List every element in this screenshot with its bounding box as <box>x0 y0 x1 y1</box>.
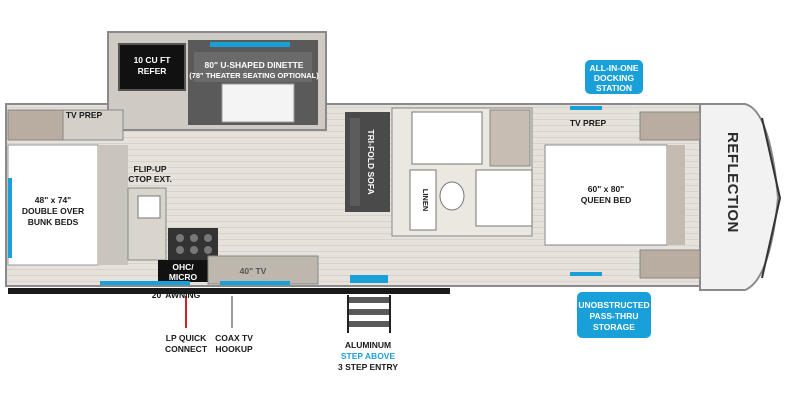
svg-text:40" TV: 40" TV <box>240 266 267 276</box>
kitchen <box>100 187 319 285</box>
entry-label-3: 3 STEP ENTRY <box>338 362 398 372</box>
svg-text:TV PREP: TV PREP <box>570 118 607 128</box>
svg-text:60" x 80": 60" x 80" <box>588 184 624 194</box>
coax-label-2: HOOKUP <box>215 344 253 354</box>
lp-label-2: CONNECT <box>165 344 208 354</box>
svg-text:PASS-THRU: PASS-THRU <box>590 311 639 321</box>
brand-logo: REFLECTION <box>724 132 741 233</box>
svg-text:OHC/: OHC/ <box>172 262 194 272</box>
svg-text:MICRO: MICRO <box>169 272 198 282</box>
svg-text:20' AWNING: 20' AWNING <box>152 290 201 300</box>
flip-up-label-2: CTOP EXT. <box>128 174 172 184</box>
svg-text:TV PREP: TV PREP <box>66 110 103 120</box>
bunks-label-2: DOUBLE OVER <box>22 206 84 216</box>
svg-text:HOOKUP: HOOKUP <box>215 344 253 354</box>
tv-prep-front-label: TV PREP <box>66 110 103 120</box>
svg-text:LP QUICK: LP QUICK <box>166 333 207 343</box>
awning-label: 20' AWNING <box>152 290 201 300</box>
docking-callout <box>585 60 643 94</box>
svg-text:STORAGE: STORAGE <box>593 322 635 332</box>
tv-prep-bed-label: TV PREP <box>570 118 607 128</box>
entry-steps[interactable] <box>347 275 391 333</box>
toilet <box>439 181 465 211</box>
ohc-micro-box <box>158 260 208 282</box>
bathroom <box>391 107 533 237</box>
entry-label-1: ALUMINUM <box>345 340 391 350</box>
svg-text:10 CU FT: 10 CU FT <box>134 55 172 65</box>
svg-text:FLIP-UP: FLIP-UP <box>133 164 166 174</box>
svg-text:CONNECT: CONNECT <box>165 344 208 354</box>
wardrobe <box>489 109 531 167</box>
ohc-label-1: OHC/ <box>172 262 194 272</box>
queen-bed-label-2: QUEEN BED <box>581 195 632 205</box>
tv-40-label: 40" TV <box>240 266 267 276</box>
storage-text-2: PASS-THRU <box>590 311 639 321</box>
svg-text:ALL-IN-ONE: ALL-IN-ONE <box>589 63 638 73</box>
svg-text:48" x 74": 48" x 74" <box>35 195 71 205</box>
queen-bed-label-1: 60" x 80" <box>588 184 624 194</box>
svg-text:COAX TV: COAX TV <box>215 333 253 343</box>
ohc-label-2: MICRO <box>169 272 198 282</box>
docking-text-3: STATION <box>596 83 632 93</box>
docking-text-1: ALL-IN-ONE <box>589 63 638 73</box>
queen-bed <box>544 144 668 246</box>
bunk-room <box>7 109 128 266</box>
svg-text:STEP ABOVE: STEP ABOVE <box>341 351 396 361</box>
linen-label: LINEN <box>421 189 430 212</box>
sofa-label: TRI-FOLD SOFA <box>366 129 376 194</box>
storage-text-1: UNOBSTRUCTED <box>578 300 649 310</box>
svg-text:STATION: STATION <box>596 83 632 93</box>
dinette <box>188 40 318 125</box>
svg-text:UNOBSTRUCTED: UNOBSTRUCTED <box>578 300 649 310</box>
svg-text:QUEEN BED: QUEEN BED <box>581 195 632 205</box>
lp-label-1: LP QUICK <box>166 333 207 343</box>
dinette-note: (78" THEATER SEATING OPTIONAL) <box>189 71 319 80</box>
svg-text:CTOP EXT.: CTOP EXT. <box>128 174 172 184</box>
svg-text:TRI-FOLD SOFA: TRI-FOLD SOFA <box>366 129 376 194</box>
tri-fold-sofa <box>345 112 390 212</box>
awning-bar <box>8 288 450 294</box>
entry-label-2: STEP ABOVE <box>341 351 396 361</box>
svg-text:REFLECTION: REFLECTION <box>724 132 741 233</box>
bunk-window <box>8 178 12 258</box>
svg-text:ALUMINUM: ALUMINUM <box>345 340 391 350</box>
svg-text:DOUBLE OVER: DOUBLE OVER <box>22 206 84 216</box>
svg-text:REFER: REFER <box>138 66 167 76</box>
bunks-label-1: 48" x 74" <box>35 195 71 205</box>
bedroom <box>544 106 701 279</box>
stove <box>168 228 218 260</box>
shower <box>411 111 483 165</box>
svg-text:LINEN: LINEN <box>421 189 430 212</box>
sink <box>137 195 161 219</box>
refer-label-1: 10 CU FT <box>134 55 172 65</box>
svg-text:DOCKING: DOCKING <box>594 73 635 83</box>
storage-text-3: STORAGE <box>593 322 635 332</box>
dinette-label: 80" U-SHAPED DINETTE <box>205 60 304 70</box>
svg-text:3 STEP ENTRY: 3 STEP ENTRY <box>338 362 398 372</box>
bunks-label-3: BUNK BEDS <box>28 217 79 227</box>
front-cap <box>699 103 780 291</box>
refrigerator <box>118 43 186 91</box>
storage-callout <box>577 292 651 338</box>
svg-text:BUNK BEDS: BUNK BEDS <box>28 217 79 227</box>
svg-text:80" U-SHAPED DINETTE: 80" U-SHAPED DINETTE <box>205 60 304 70</box>
refer-label-2: REFER <box>138 66 167 76</box>
coax-label-1: COAX TV <box>215 333 253 343</box>
svg-text:(78" THEATER SEATING OPTIONAL): (78" THEATER SEATING OPTIONAL) <box>189 71 319 80</box>
flip-up-label-1: FLIP-UP <box>133 164 166 174</box>
docking-text-2: DOCKING <box>594 73 635 83</box>
linen-closet <box>409 169 437 231</box>
